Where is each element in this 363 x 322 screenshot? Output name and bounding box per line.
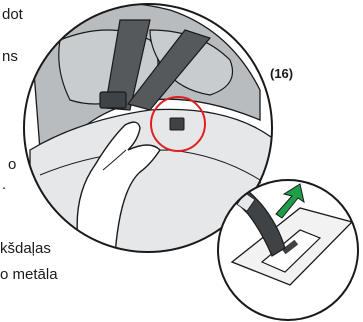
buckle-slot <box>170 118 184 130</box>
buckle-tongue <box>100 92 126 108</box>
